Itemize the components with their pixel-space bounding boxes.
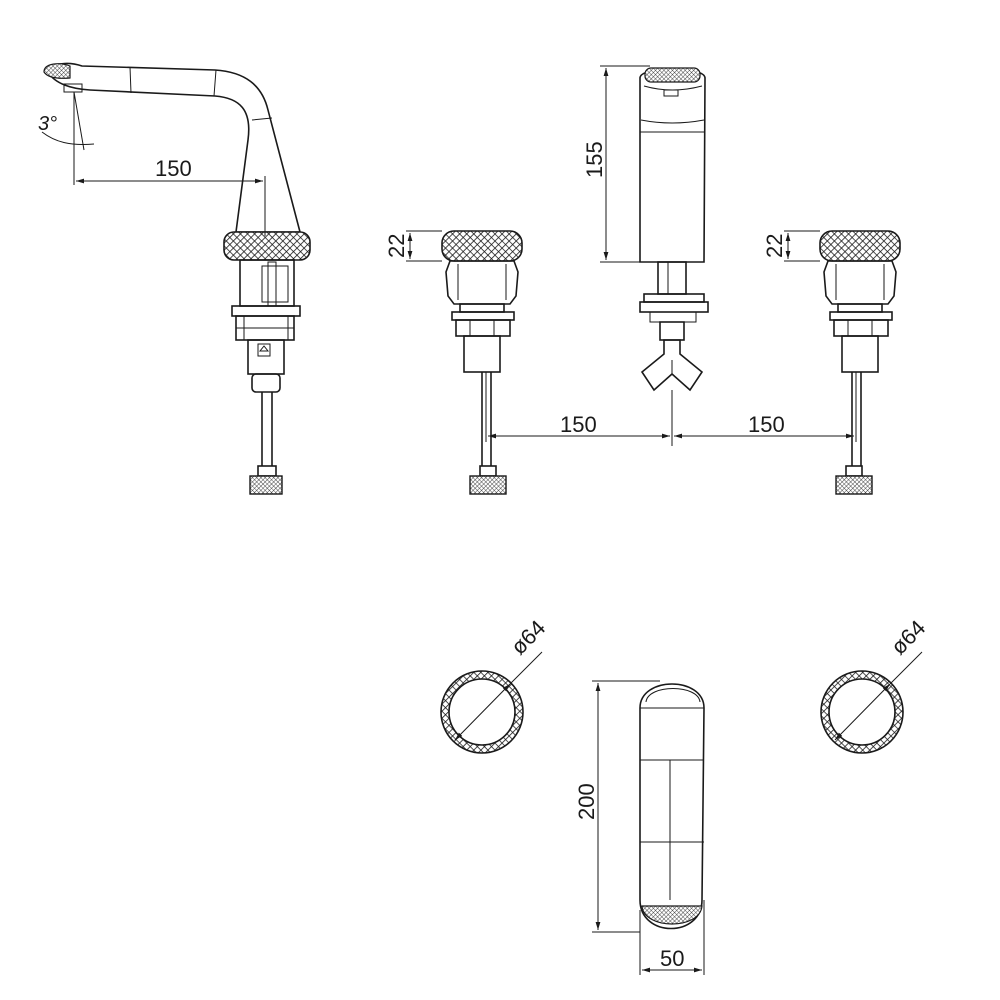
dim-handle-spacing (485, 372, 857, 442)
front-left-handle (441, 230, 523, 495)
front-right-knurl (819, 230, 901, 262)
dim-spout-height-label: 155 (582, 141, 607, 178)
dim-spout-reach (76, 176, 266, 236)
dim-spout-height (600, 65, 650, 263)
front-right-handle (819, 230, 901, 495)
side-hose-nut (249, 475, 283, 495)
top-left-handle (440, 651, 543, 754)
dim-spout-length (592, 680, 660, 933)
front-right-nut (835, 475, 873, 495)
dim-spout-width-label: 50 (660, 946, 684, 971)
dim-left-handle-height-label: 22 (384, 234, 409, 258)
dim-left-handle-height (406, 230, 442, 262)
angle-label: 3° (38, 113, 57, 135)
dim-spout-reach-label: 150 (155, 156, 192, 181)
top-spout-aerator (641, 905, 703, 925)
front-left-nut (469, 475, 507, 495)
aerator-tip (43, 63, 71, 79)
dim-spacing-right-label: 150 (748, 412, 785, 437)
top-spout (639, 683, 705, 930)
dim-right-handle-height-label: 22 (762, 234, 787, 258)
top-right-handle (820, 651, 923, 754)
dim-spout-length-label: 200 (574, 783, 599, 820)
side-handle-knurl (223, 231, 311, 261)
front-spout-aerator (644, 67, 701, 83)
dim-left-diameter-label: ø64 (506, 615, 550, 659)
dim-spout-width (639, 900, 705, 975)
front-left-knurl (441, 230, 523, 262)
dim-spacing-left-label: 150 (560, 412, 597, 437)
dim-right-diameter-label: ø64 (886, 615, 930, 659)
dim-right-handle-height (784, 230, 820, 262)
front-spout (639, 67, 709, 392)
side-view-faucet (41, 62, 311, 495)
